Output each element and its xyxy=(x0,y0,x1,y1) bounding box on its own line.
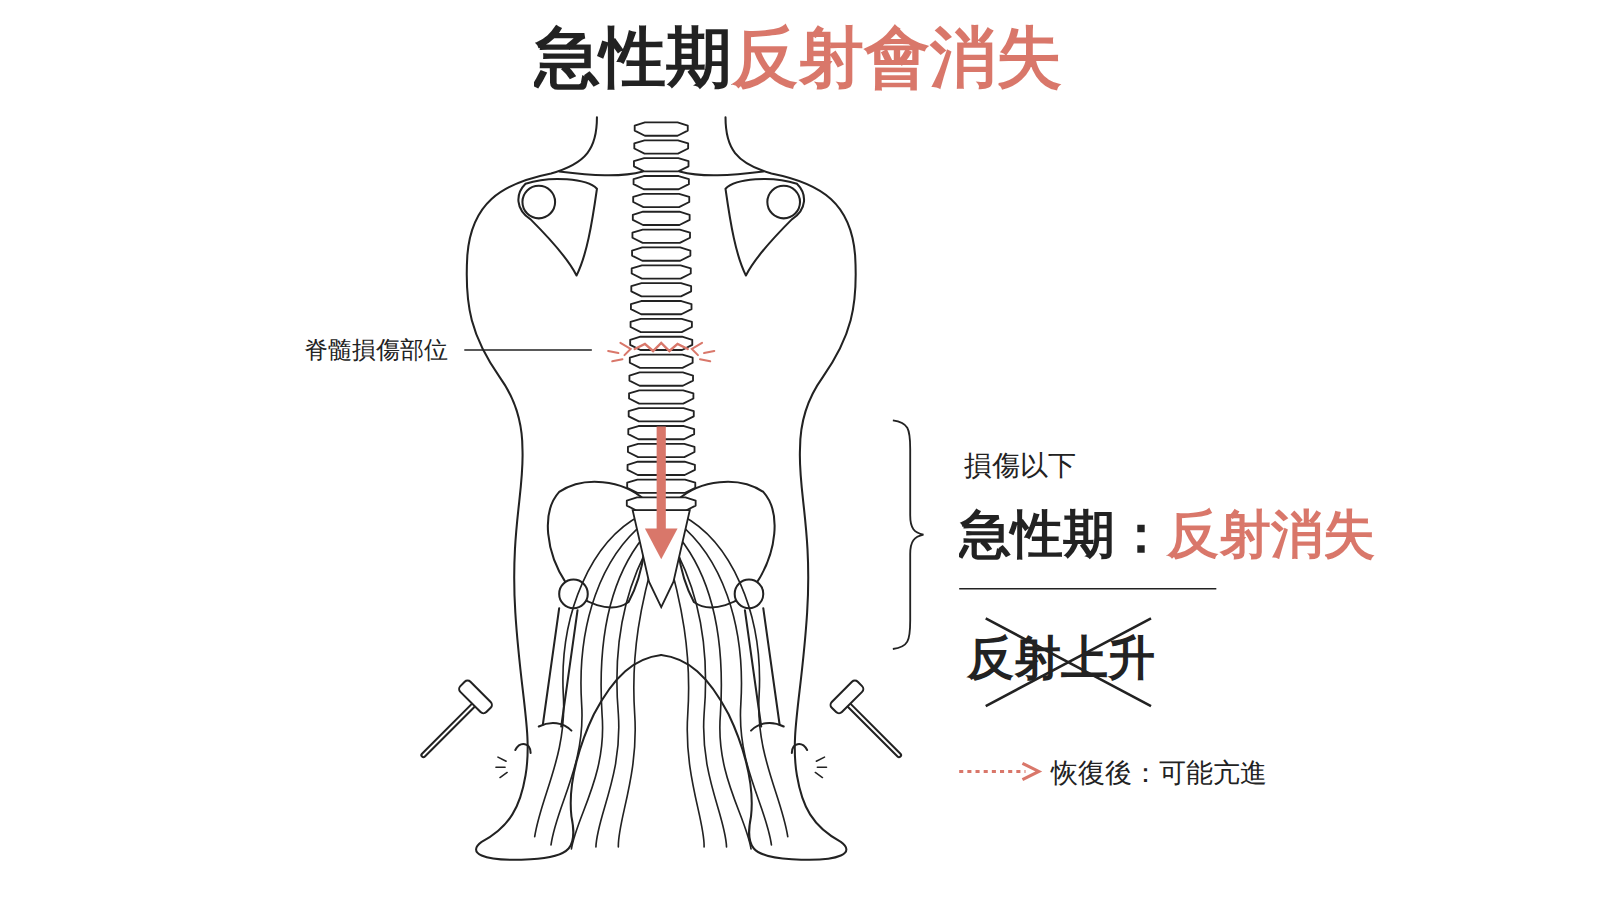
vertebra xyxy=(632,247,690,260)
title: 急性期反射會消失 xyxy=(534,18,1062,97)
vertebra xyxy=(630,355,693,368)
leader-line xyxy=(464,349,592,351)
region-label: 損傷以下 xyxy=(964,449,1076,483)
vertebra xyxy=(631,301,692,314)
vertebra xyxy=(631,319,692,332)
acute-phase-label: 急性期：反射消失 xyxy=(959,503,1375,565)
vertebra xyxy=(629,408,694,421)
vertebra xyxy=(634,140,688,153)
vertebra xyxy=(633,212,690,225)
vertebra xyxy=(632,265,691,278)
legend-sample xyxy=(959,770,1025,773)
bracket xyxy=(893,420,924,649)
vertebra xyxy=(631,283,691,296)
divider-line xyxy=(959,588,1216,590)
injury-site-label: 脊髓損傷部位 xyxy=(304,336,448,365)
vertebra xyxy=(633,194,689,207)
vertebra xyxy=(635,122,688,135)
vertebra xyxy=(632,230,690,243)
vertebra xyxy=(629,372,693,385)
legend-text: 恢復後：可能亢進 xyxy=(1051,757,1267,789)
legend-sample-head xyxy=(1022,763,1038,779)
vertebra xyxy=(634,176,689,189)
vertebra xyxy=(634,158,689,171)
vertebra xyxy=(629,390,693,403)
crossed-label: 反射上升 xyxy=(967,630,1155,686)
